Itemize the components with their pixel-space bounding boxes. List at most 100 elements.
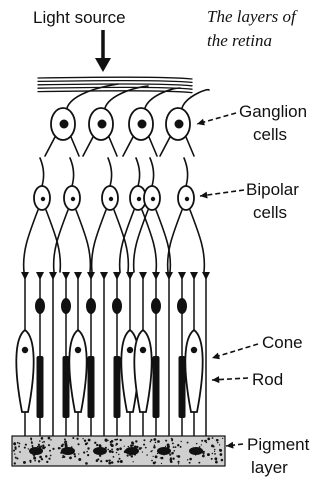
pigment-granule xyxy=(153,438,156,441)
pigment-granule xyxy=(107,449,109,451)
pigment-cell-nucleus xyxy=(157,447,171,455)
bipolar-lower-process xyxy=(24,210,61,272)
pigment-granule xyxy=(63,456,65,458)
synaptic-terminal xyxy=(126,272,134,280)
pigment-granule xyxy=(157,453,158,454)
pigment-granule xyxy=(52,448,54,450)
pigment-granule xyxy=(41,437,44,440)
rod-outer-segment xyxy=(37,356,44,418)
pigment-granule xyxy=(119,447,122,450)
ganglion-label-line-2: cells xyxy=(253,125,287,144)
pigment-cell-nucleus xyxy=(93,447,107,455)
pigment-granule xyxy=(31,439,33,441)
synaptic-terminal xyxy=(62,272,70,280)
pigment-granule xyxy=(172,457,174,459)
pigment-granule xyxy=(142,451,143,452)
pigment-granule xyxy=(150,451,152,453)
pigment-granule xyxy=(115,445,116,446)
light-source-label: Light source xyxy=(33,8,126,27)
pigment-granule xyxy=(165,440,167,442)
ganglion-label-line-1: Ganglion xyxy=(239,102,307,121)
pigment-granule xyxy=(169,454,171,456)
synaptic-terminal xyxy=(87,272,95,280)
leader-arrowhead xyxy=(197,119,205,126)
ganglion-nucleus xyxy=(98,120,107,129)
bipolar-nucleus xyxy=(109,197,113,201)
pigment-granule xyxy=(17,458,18,459)
pigment-granule xyxy=(25,444,27,446)
bipolar-lower-process xyxy=(54,210,91,272)
pigment-granule xyxy=(187,459,188,460)
pigment-granule xyxy=(18,445,20,447)
pigment-granule xyxy=(173,450,175,452)
bipolar-upper-process xyxy=(184,158,188,186)
pigment-granule xyxy=(130,444,133,447)
pigment-granule xyxy=(196,443,197,444)
pigment-granule xyxy=(135,440,137,442)
pigment-cell-nucleus xyxy=(61,447,75,455)
pigment-granule xyxy=(30,461,32,463)
synaptic-terminal xyxy=(21,272,29,280)
synaptic-terminal xyxy=(100,272,108,280)
pigment-granule xyxy=(113,456,115,458)
pigment-granule xyxy=(177,461,179,463)
pigment-granule xyxy=(97,458,99,460)
pigment-granule xyxy=(222,438,223,439)
pigment-granule xyxy=(173,446,175,448)
pigment-granule xyxy=(31,443,32,444)
pigment-granule xyxy=(84,440,86,442)
pigment-granule xyxy=(189,462,191,464)
pigment-granule xyxy=(60,448,61,449)
pigment-granule xyxy=(119,458,121,460)
rod-outer-segment xyxy=(88,356,95,418)
pigment-granule xyxy=(62,443,64,445)
pigment-granule xyxy=(38,445,40,447)
pigment-granule xyxy=(155,442,157,444)
pigment-granule xyxy=(108,462,111,465)
pigment-granule xyxy=(212,453,213,454)
pigment-layer xyxy=(12,436,225,466)
cone-nucleus xyxy=(140,347,146,353)
bipolar-nucleus xyxy=(185,197,189,201)
pigment-granule xyxy=(214,451,215,452)
ganglion-nucleus xyxy=(175,120,184,129)
pigment-granule xyxy=(118,454,119,455)
pigment-cell-nucleus xyxy=(189,447,203,455)
pigment-granule xyxy=(86,442,88,444)
pigment-granule xyxy=(114,439,115,440)
pigment-granule xyxy=(201,444,202,445)
pigment-granule xyxy=(177,444,179,446)
pigment-granule xyxy=(78,453,79,454)
pigment-granule xyxy=(171,438,173,440)
cone-cell xyxy=(16,330,33,412)
bipolar-upper-process xyxy=(136,158,140,186)
ganglion-axon xyxy=(105,86,148,108)
pigment-granule xyxy=(133,461,134,462)
pigment-granule xyxy=(15,457,17,459)
pigment-granule xyxy=(143,444,145,446)
pigment-granule xyxy=(150,439,152,441)
pigment-granule xyxy=(155,461,157,463)
bipolar-upper-process xyxy=(150,158,154,186)
pigment-granule xyxy=(132,445,133,446)
pigment-granule xyxy=(211,444,214,447)
pigment-granule xyxy=(131,441,134,444)
rod-outer-segment xyxy=(114,356,121,418)
pigment-granule xyxy=(120,460,123,463)
bipolar-label-line-2: cells xyxy=(253,203,287,222)
pigment-granule xyxy=(155,455,158,458)
pigment-granule xyxy=(161,463,162,464)
pigment-granule xyxy=(28,448,29,449)
pigment-granule xyxy=(24,447,26,449)
pigment-granule xyxy=(189,458,192,461)
nerve-fiber-line xyxy=(38,91,192,93)
pigment-granule xyxy=(42,442,43,443)
leader-arrowhead xyxy=(212,353,220,360)
light-arrow-icon xyxy=(95,30,111,72)
pigment-granule xyxy=(165,446,166,447)
pigment-granule xyxy=(41,458,43,460)
ganglion-nucleus xyxy=(60,120,69,129)
light-arrow-head xyxy=(95,58,111,72)
bipolar-nucleus xyxy=(71,197,75,201)
synaptic-terminal xyxy=(178,272,186,280)
